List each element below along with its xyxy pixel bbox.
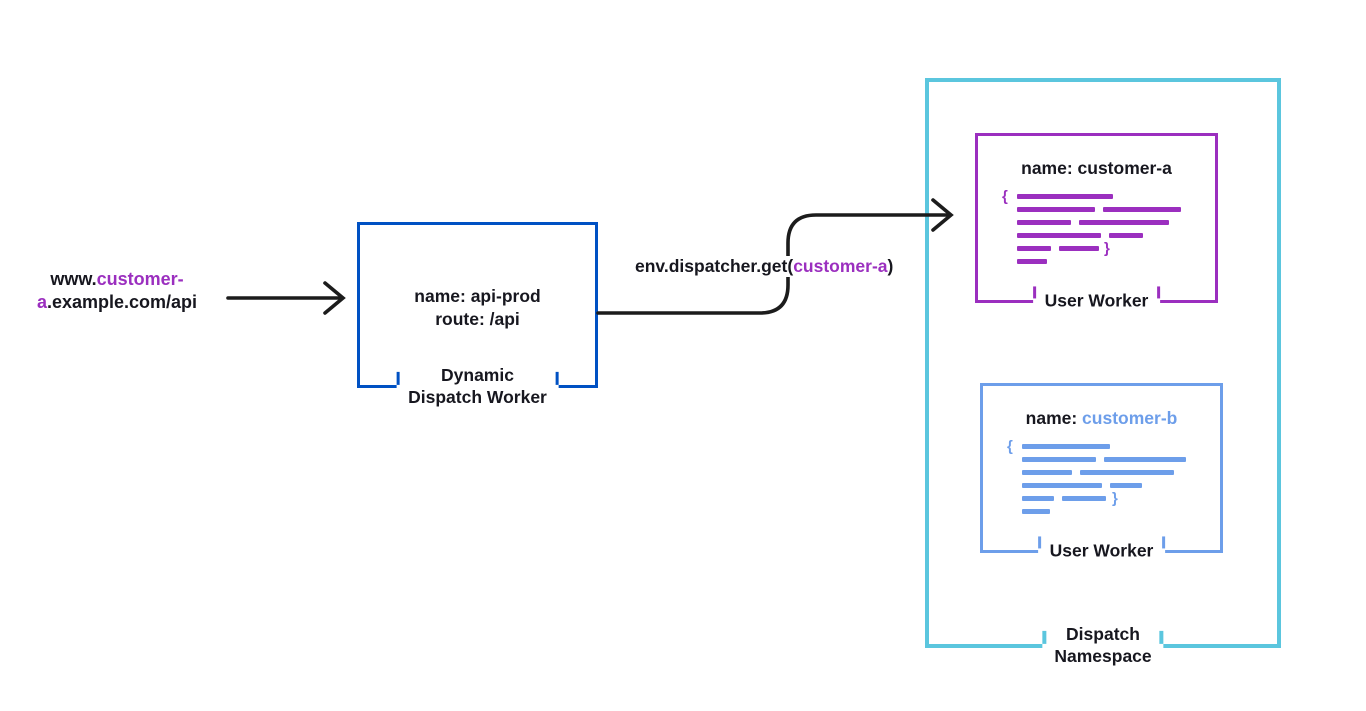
code-bar — [1017, 220, 1071, 225]
code-bar — [1017, 233, 1101, 238]
code-bar — [1062, 496, 1106, 501]
code-bar — [1022, 509, 1050, 514]
code-row — [1022, 483, 1194, 488]
code-bar — [1059, 246, 1099, 251]
code-bar — [1080, 470, 1174, 475]
code-bar — [1017, 246, 1051, 251]
worker-b-name-prefix: name: — [1025, 408, 1083, 428]
code-row — [1017, 233, 1189, 238]
code-row — [1017, 220, 1189, 225]
code-bar — [1022, 496, 1054, 501]
request-url-label: www.customer- a.example.com/api — [14, 268, 220, 314]
code-close-brace: } — [1104, 240, 1110, 257]
code-row — [1022, 496, 1194, 501]
dispatch-namespace-box: name: customer-a { } User Worker name: c… — [925, 78, 1281, 667]
dispatch-worker-name: name: api-prod — [414, 286, 541, 306]
dispatch-worker-route: route: /api — [435, 309, 520, 329]
code-open-brace: { — [1002, 188, 1008, 205]
code-snippet-graphic-a: { } — [1002, 189, 1189, 272]
url-part-customer: customer- — [96, 269, 184, 289]
user-worker-b-box: name: customer-b { } User Worker — [980, 383, 1223, 562]
dispatch-worker-label-line1: Dynamic — [441, 364, 514, 385]
user-worker-b-name: name: customer-b — [983, 408, 1220, 429]
user-worker-a-label: User Worker — [1032, 286, 1161, 312]
code-bar — [1022, 483, 1102, 488]
code-bar — [1022, 444, 1110, 449]
code-bar — [1022, 470, 1072, 475]
code-row — [1017, 194, 1189, 199]
dispatch-worker-config: name: api-prod route: /api — [360, 285, 595, 331]
dispatcher-call-prefix: env.dispatcher.get( — [635, 256, 794, 276]
url-part-domain: .example.com/api — [46, 292, 198, 312]
code-close-brace: } — [1112, 490, 1118, 507]
code-bar — [1017, 207, 1095, 212]
code-row — [1022, 470, 1194, 475]
code-row — [1022, 509, 1194, 514]
code-bar — [1079, 220, 1169, 225]
dispatcher-call-customer: customer-a — [793, 256, 888, 276]
dispatcher-call-label: env.dispatcher.get(customer-a) — [632, 256, 897, 277]
dynamic-dispatch-worker-box: name: api-prod route: /api Dynamic Dispa… — [357, 222, 598, 408]
code-bar — [1104, 457, 1186, 462]
code-bar — [1017, 259, 1047, 264]
user-worker-a-box: name: customer-a { } User Worker — [975, 133, 1218, 312]
dispatch-worker-label-line2: Dispatch Worker — [408, 386, 547, 407]
url-part-www: www. — [50, 269, 97, 289]
namespace-label-line1: Dispatch — [1066, 623, 1140, 644]
url-part-a: a — [36, 292, 47, 312]
worker-b-name-value: customer-b — [1082, 408, 1178, 428]
user-worker-b-label: User Worker — [1037, 536, 1166, 562]
dispatch-namespace-label: Dispatch Namespace — [1042, 622, 1164, 667]
code-bar — [1103, 207, 1181, 212]
code-bar — [1109, 233, 1143, 238]
dynamic-dispatch-worker-label: Dynamic Dispatch Worker — [396, 363, 559, 408]
code-row — [1017, 207, 1189, 212]
code-row — [1017, 259, 1189, 264]
code-row — [1022, 457, 1194, 462]
code-row — [1022, 444, 1194, 449]
request-url-line1: www.customer- — [14, 268, 220, 291]
dispatcher-call-suffix: ) — [887, 256, 894, 276]
code-bar — [1022, 457, 1096, 462]
user-worker-a-name: name: customer-a — [1021, 158, 1172, 178]
code-snippet-graphic-b: { } — [1007, 439, 1194, 522]
request-url-line2: a.example.com/api — [14, 291, 220, 314]
code-row — [1017, 246, 1189, 251]
code-open-brace: { — [1007, 438, 1013, 455]
code-bar — [1110, 483, 1142, 488]
code-bar — [1017, 194, 1113, 199]
namespace-label-line2: Namespace — [1054, 645, 1152, 666]
request-arrow — [226, 281, 346, 315]
